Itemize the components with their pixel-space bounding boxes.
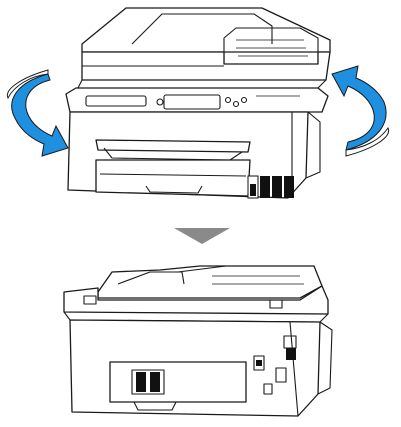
front-cassette bbox=[95, 159, 251, 197]
adf-tray bbox=[131, 13, 273, 45]
adf-lid bbox=[81, 7, 331, 53]
adf-rear bbox=[97, 265, 323, 299]
rear-ports bbox=[253, 335, 297, 395]
printer-front-view bbox=[65, 7, 331, 199]
rear-cover bbox=[109, 361, 247, 403]
down-triangle-arrow-icon bbox=[174, 228, 230, 244]
panel-display-left bbox=[85, 95, 147, 107]
rear-cover-latch-left bbox=[136, 372, 146, 392]
output-tray bbox=[95, 139, 251, 153]
operation-panel bbox=[65, 87, 329, 113]
touch-screen bbox=[163, 94, 221, 110]
printer-rear-view bbox=[63, 265, 333, 417]
scanner-rear bbox=[63, 285, 329, 315]
rotate-arrow-left-icon bbox=[6, 69, 69, 157]
rear-cover-latch-right bbox=[150, 372, 160, 392]
rotate-arrow-right-icon bbox=[331, 65, 390, 157]
ink-tanks bbox=[247, 175, 294, 199]
